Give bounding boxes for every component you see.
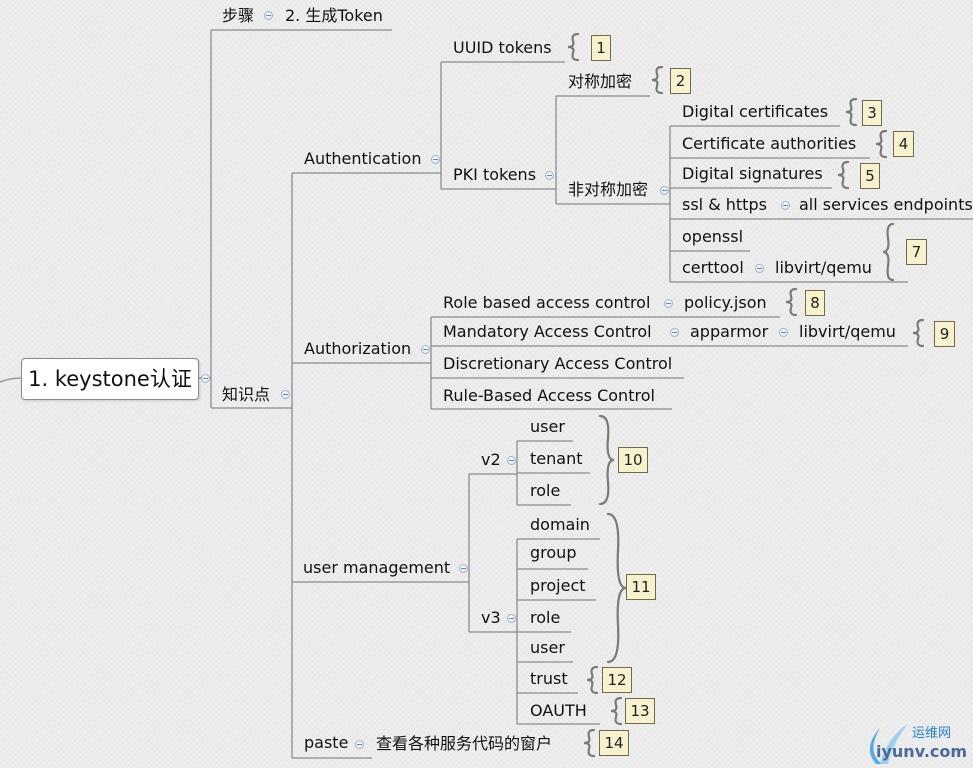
topic-symmetric[interactable]: 对称加密	[568, 72, 633, 91]
topic-generate-token[interactable]: 2. 生成Token	[285, 6, 383, 25]
topic-dac[interactable]: Discretionary Access Control	[443, 354, 673, 373]
topic-rule-based[interactable]: Rule-Based Access Control	[443, 386, 655, 405]
topic-v3-trust[interactable]: trust	[530, 669, 568, 688]
topic-v2[interactable]: v2	[481, 450, 501, 469]
watermark-brand: 运维网	[912, 726, 952, 741]
watermark-logo-icon	[869, 724, 908, 764]
collapse-icon[interactable]	[281, 390, 290, 399]
callout-8: 8	[805, 290, 825, 316]
watermark-url: iyunv.com	[876, 742, 968, 761]
topic-authentication[interactable]: Authentication	[304, 149, 422, 168]
topic-steps[interactable]: 步骤	[222, 6, 255, 25]
topic-authorization[interactable]: Authorization	[304, 339, 412, 358]
central-topic[interactable]: 1. keystone认证	[21, 358, 199, 400]
topic-v3-group[interactable]: group	[530, 543, 577, 562]
callout-3: 3	[862, 100, 882, 126]
topic-digital-certificates[interactable]: Digital certificates	[682, 102, 829, 121]
callout-14: 14	[599, 730, 629, 756]
collapse-icon[interactable]	[201, 374, 210, 383]
collapse-icon[interactable]	[507, 456, 516, 465]
topic-paste-windows[interactable]: 查看各种服务代码的窗户	[376, 734, 553, 753]
topic-openssl[interactable]: openssl	[682, 227, 744, 246]
callout-5: 5	[860, 163, 880, 189]
collapse-icon[interactable]	[545, 171, 554, 180]
topic-uuid-tokens[interactable]: UUID tokens	[453, 38, 552, 57]
topic-all-services-endpoints[interactable]: all services endpoints	[799, 195, 973, 214]
callout-13: 13	[625, 698, 655, 724]
topic-mac[interactable]: Mandatory Access Control	[443, 322, 652, 341]
collapse-icon[interactable]	[660, 186, 669, 195]
topic-v3[interactable]: v3	[481, 608, 501, 627]
topic-digital-signatures[interactable]: Digital signatures	[682, 164, 823, 183]
collapse-icon[interactable]	[670, 328, 679, 337]
topic-v3-oauth[interactable]: OAUTH	[530, 701, 587, 720]
topic-rbac[interactable]: Role based access control	[443, 293, 651, 312]
topic-libvirt-qemu-certtool[interactable]: libvirt/qemu	[775, 258, 872, 277]
topic-ssl-https[interactable]: ssl & https	[682, 195, 767, 214]
topic-v2-tenant[interactable]: tenant	[530, 449, 583, 468]
callout-10: 10	[618, 447, 648, 473]
topic-v3-user[interactable]: user	[530, 638, 565, 657]
topic-knowledge[interactable]: 知识点	[222, 385, 271, 404]
collapse-icon[interactable]	[355, 740, 364, 749]
topic-v3-domain[interactable]: domain	[530, 515, 590, 534]
callout-2: 2	[670, 68, 691, 94]
callout-1: 1	[591, 35, 611, 61]
collapse-icon[interactable]	[664, 299, 673, 308]
collapse-icon[interactable]	[507, 614, 516, 623]
topic-paste[interactable]: paste	[304, 733, 349, 752]
callout-12: 12	[602, 667, 632, 693]
topic-v3-project[interactable]: project	[530, 576, 586, 595]
collapse-icon[interactable]	[431, 155, 440, 164]
topic-v3-role[interactable]: role	[530, 608, 561, 627]
topic-pki-tokens[interactable]: PKI tokens	[453, 165, 537, 184]
callout-4: 4	[893, 131, 914, 157]
topic-libvirt-qemu-apparmor[interactable]: libvirt/qemu	[799, 322, 896, 341]
topic-v2-role[interactable]: role	[530, 481, 561, 500]
collapse-icon[interactable]	[779, 328, 788, 337]
topic-apparmor[interactable]: apparmor	[690, 322, 769, 341]
callout-11: 11	[626, 574, 656, 600]
callout-7: 7	[906, 239, 927, 265]
topic-asymmetric[interactable]: 非对称加密	[568, 180, 649, 199]
collapse-icon[interactable]	[755, 264, 764, 273]
collapse-icon[interactable]	[264, 11, 273, 20]
collapse-icon[interactable]	[421, 345, 430, 354]
topic-user-management[interactable]: user management	[303, 558, 451, 577]
topic-certtool[interactable]: certtool	[682, 258, 744, 277]
topic-certificate-authorities[interactable]: Certificate authorities	[682, 134, 857, 153]
topic-v2-user[interactable]: user	[530, 417, 565, 436]
collapse-icon[interactable]	[459, 564, 468, 573]
callout-9: 9	[934, 321, 955, 347]
topic-policy-json[interactable]: policy.json	[684, 293, 767, 312]
collapse-icon[interactable]	[781, 201, 790, 210]
